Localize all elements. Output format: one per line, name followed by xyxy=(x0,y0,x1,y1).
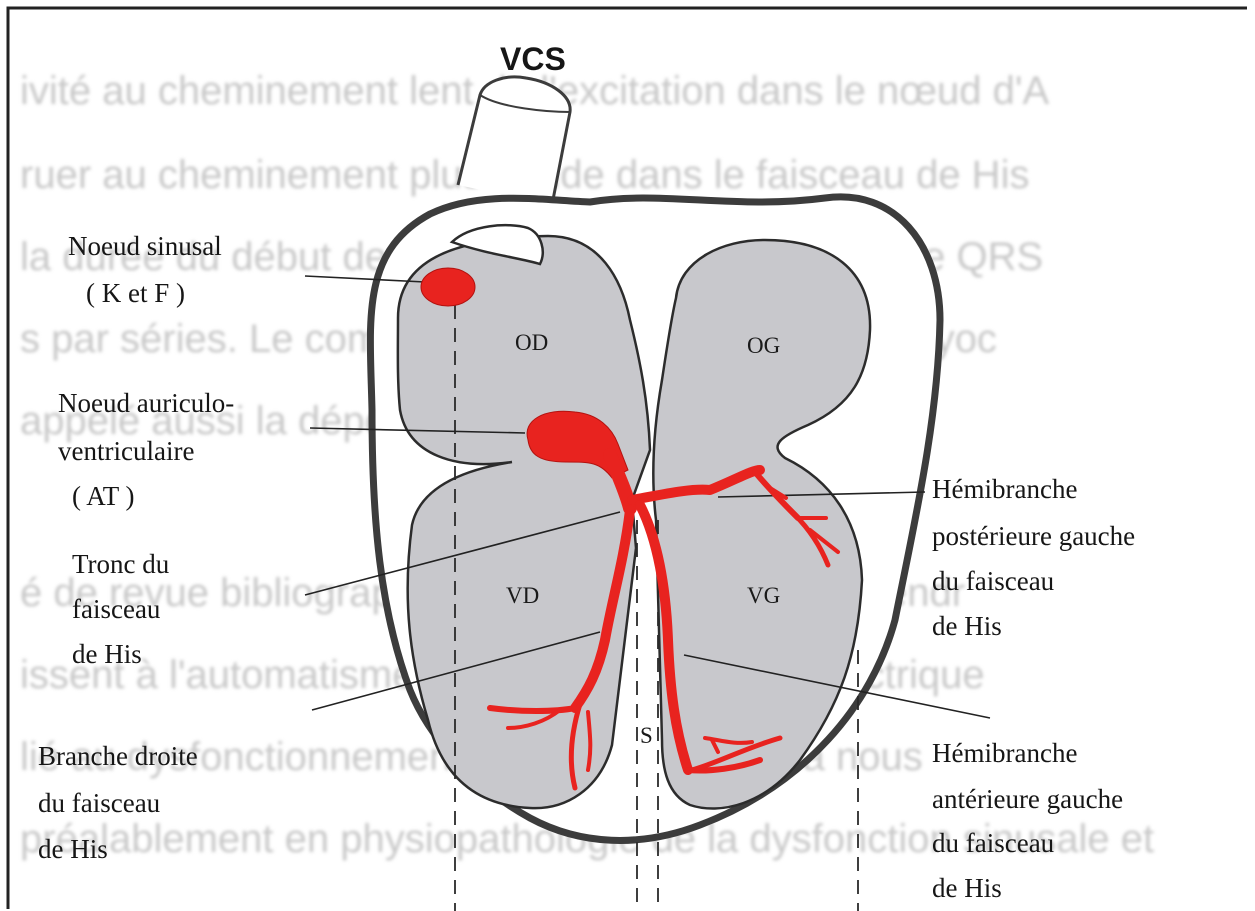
sinus-node-label-line: ( K et F ) xyxy=(86,278,185,308)
anterior-hemibranch-label-line: de His xyxy=(932,873,1002,903)
his-trunk-label-line: faisceau xyxy=(72,594,161,624)
av-node-label-line: ( AT ) xyxy=(72,481,135,511)
anterior-hemibranch-label-line: Hémibranche xyxy=(932,738,1077,768)
posterior-hemibranch-label-line: postérieure gauche xyxy=(932,521,1135,551)
sinus-node xyxy=(421,268,475,306)
label-left-atrium: OG xyxy=(747,333,780,358)
right-branch-label-line: de His xyxy=(38,834,108,864)
posterior-hemibranch-label-line: Hémibranche xyxy=(932,474,1077,504)
his-trunk-label-line: de His xyxy=(72,639,142,669)
right-branch-label-line: Branche droite xyxy=(38,741,198,771)
posterior-hemibranch-label-line: de His xyxy=(932,611,1002,641)
right-branch-label-line: du faisceau xyxy=(38,788,161,818)
right-heart-chamber xyxy=(398,236,650,808)
label-vena-cava: VCS xyxy=(500,41,566,77)
his-trunk-label-line: Tronc du xyxy=(72,549,170,579)
label-right-ventricle: VD xyxy=(506,583,539,608)
label-right-atrium: OD xyxy=(515,330,548,355)
sinus-node-label-line: Noeud sinusal xyxy=(68,231,222,261)
anterior-hemibranch-label-line: antérieure gauche xyxy=(932,784,1123,814)
posterior-hemibranch-label-line: du faisceau xyxy=(932,566,1055,596)
label-left-ventricle: VG xyxy=(747,583,780,608)
av-node-label-line: ventriculaire xyxy=(58,436,194,466)
av-node-label-line: Noeud auriculo- xyxy=(58,388,234,418)
label-septum: S xyxy=(640,723,653,748)
anterior-hemibranch-label-line: du faisceau xyxy=(932,828,1055,858)
